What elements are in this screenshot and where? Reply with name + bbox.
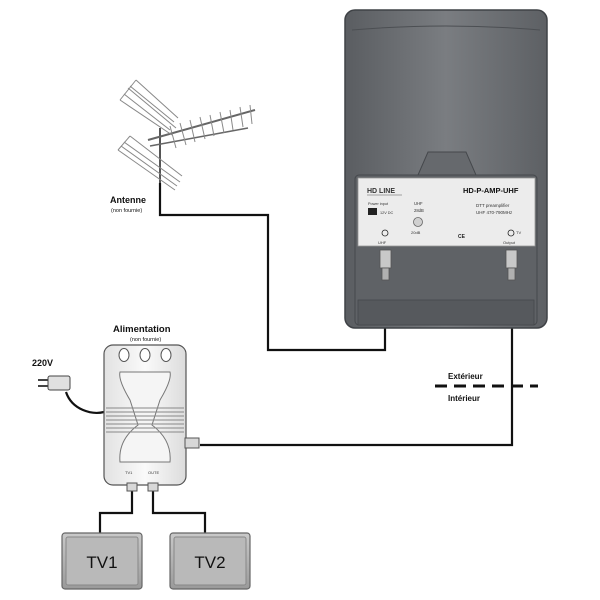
tv2-cable — [151, 490, 207, 535]
power-label: Alimentation — [113, 324, 171, 335]
output-label: Output — [503, 240, 516, 245]
ce-mark: CE — [458, 234, 466, 240]
antenna-note: (non fournie) — [111, 208, 142, 214]
indoor-label: Intérieur — [448, 394, 480, 403]
port-2-connector[interactable] — [147, 482, 159, 492]
mount-hole-center — [139, 348, 151, 362]
port-2-label: OUTE — [148, 470, 159, 475]
tv-1-label: TV1 — [86, 553, 117, 572]
model-subtitle-2: UHF 470-790MHz — [476, 210, 513, 215]
power-input-value: 12V DC — [380, 211, 394, 215]
tv-1-screen — [65, 536, 139, 586]
outdoor-label: Extérieur — [448, 372, 483, 381]
power-plug-cable — [64, 391, 105, 414]
cables — [64, 183, 514, 535]
model-subtitle-1: DTT preamplifier — [476, 203, 510, 208]
band-label: UHF — [414, 201, 423, 206]
power-supply-input-port[interactable] — [184, 437, 200, 449]
antenna-label: Antenne — [110, 195, 146, 205]
port-1-label: TV1 — [125, 470, 133, 475]
power-note: (non fournie) — [130, 337, 161, 343]
output-connector[interactable] — [505, 249, 518, 281]
gain-adjust-label: 20dB — [411, 230, 421, 235]
amplifier-latch — [417, 151, 477, 176]
amplifier: HD LINE HD-P-AMP-UHF DTT preamplifier UH… — [344, 9, 548, 329]
output-marker-icon — [507, 229, 515, 237]
model-name: HD-P-AMP-UHF — [463, 186, 519, 195]
brand-logo: HD LINE — [367, 188, 395, 195]
tv-2-label: TV2 — [194, 553, 225, 572]
tv-2: TV2 — [169, 532, 251, 590]
ribbed-band — [106, 407, 184, 433]
power-input-label: Power input — [368, 202, 389, 206]
input-label: UHF — [378, 240, 387, 245]
tv1-cable — [98, 490, 134, 535]
antenna-cable — [158, 183, 387, 352]
antenna — [117, 79, 256, 191]
gain-knob[interactable] — [413, 217, 423, 227]
power-supply: TV1 OUTE — [103, 344, 200, 492]
mount-hole-left — [118, 348, 130, 362]
input-connector[interactable] — [379, 249, 392, 281]
mount-hole-right — [160, 348, 172, 362]
input-marker-icon — [381, 229, 389, 237]
tv-2-screen — [173, 536, 247, 586]
tv-1: TV1 — [61, 532, 143, 590]
power-plug-icon — [38, 375, 71, 391]
gain-label: 28dB — [414, 208, 424, 213]
port-1-connector[interactable] — [126, 482, 138, 492]
power-supply-window — [119, 371, 171, 463]
output-cable — [200, 290, 514, 447]
tv-label: TV — [516, 230, 521, 235]
voltage-label: 220V — [32, 358, 53, 368]
